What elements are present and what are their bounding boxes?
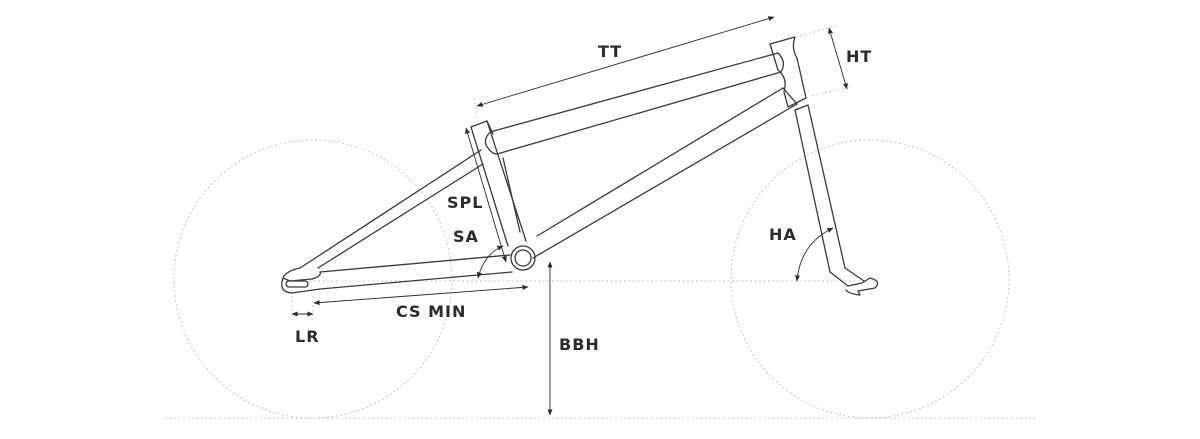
bottom-bracket <box>510 245 536 271</box>
fork <box>794 104 879 296</box>
lr-label: LR <box>295 327 320 346</box>
lr-dimension <box>291 296 314 322</box>
rear-triangle <box>281 149 513 294</box>
seat-tube <box>470 120 527 247</box>
head-tube <box>769 36 807 108</box>
top-tube <box>484 52 785 155</box>
cs-min-dimension <box>313 284 529 306</box>
spl-dimension <box>465 127 507 263</box>
ha-arc <box>794 227 834 282</box>
rear-wheel-outline <box>173 139 453 419</box>
tt-dimension <box>473 16 775 123</box>
ha-label: HA <box>769 225 797 244</box>
sa-arc <box>476 245 504 279</box>
spl-label: SPL <box>447 193 483 212</box>
sa-label: SA <box>453 227 479 246</box>
cs-min-label: CS MIN <box>396 302 466 321</box>
down-tube <box>502 87 798 259</box>
front-wheel-outline <box>730 139 1010 419</box>
bbh-label: BBH <box>559 335 600 354</box>
tt-label: TT <box>598 42 622 61</box>
ht-label: HT <box>846 47 872 66</box>
ht-dimension <box>799 24 853 97</box>
